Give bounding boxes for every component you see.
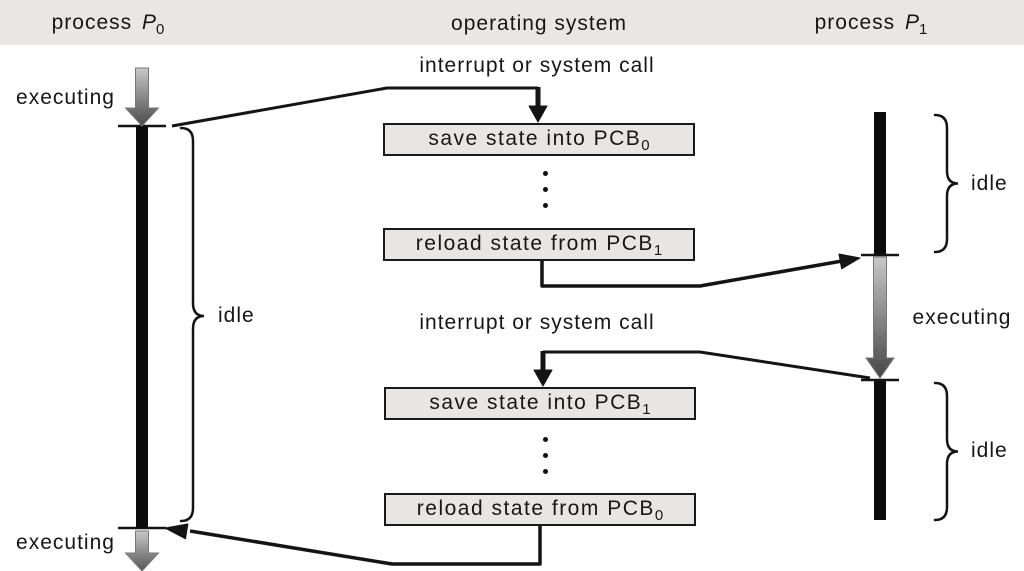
p1-idle-brace-bottom [933,381,959,522]
header-operating-system: operating system [451,12,627,35]
os-box-reload-state-pcb0: reload state from PCB0 [384,493,696,526]
label-idle-p1-top: idle [971,172,1008,195]
arrow-reload-pcb1-to-p1 [540,253,861,288]
header-process-p0-sub: 0 [156,21,165,38]
label-interrupt-bottom: interrupt or system call [419,311,655,334]
p0-idle-brace [179,126,205,523]
os-box-reload-state-pcb0-text: reload state from PCB [416,497,655,520]
dot [543,187,548,192]
header-process-p1-sub: 1 [919,21,928,38]
p1-executing-arrow [865,256,895,379]
arrow-p0-interrupt-to-save-pcb0 [171,86,548,128]
dot [543,203,548,208]
label-idle-p0: idle [218,304,255,327]
ellipsis-dots-top [543,171,548,208]
dot [543,437,548,442]
os-box-save-state-pcb0-text: save state into PCB [428,127,642,150]
column-header-band [0,0,1024,45]
os-box-reload-state-pcb1-text: reload state from PCB [415,232,654,255]
os-box-save-state-pcb1-text: save state into PCB [429,391,643,414]
os-box-reload-state-pcb1: reload state from PCB1 [383,228,695,261]
p1-timeline-bar-top [874,112,886,254]
os-box-reload-state-pcb1-sub: 1 [653,242,663,259]
os-box-save-state-pcb0-sub: 0 [641,137,650,154]
label-idle-p1-bottom: idle [971,439,1008,462]
p0-executing-arrow-top [124,67,160,127]
arrow-p1-interrupt-to-save-pcb1 [533,350,871,387]
label-executing-p0-top: executing [16,86,115,109]
header-process-p1: process P1 [771,11,971,38]
dot [543,453,548,458]
label-interrupt-top: interrupt or system call [419,54,655,77]
os-box-save-state-pcb1: save state into PCB1 [384,387,696,420]
header-process-p0: process P0 [38,11,178,38]
p0-executing-arrow-bottom [124,530,160,571]
arrow-reload-pcb0-to-p0 [164,523,542,566]
dot [543,469,548,474]
ellipsis-dots-bottom [543,437,548,474]
label-executing-p1: executing [912,306,1012,329]
os-box-save-state-pcb0: save state into PCB0 [383,123,695,156]
label-executing-p0-bottom: executing [16,531,115,554]
os-box-save-state-pcb1-sub: 1 [642,401,651,418]
p1-idle-brace-top [933,113,959,254]
header-process-p1-var: P [905,11,920,34]
p0-timeline-bar [136,127,148,528]
header-process-p0-text: process [51,11,139,34]
header-process-p0-var: P [142,11,157,34]
dot [543,171,548,176]
header-process-p1-text: process [814,11,902,34]
os-box-reload-state-pcb0-sub: 0 [654,507,664,524]
p1-timeline-bar-bottom [874,381,886,520]
